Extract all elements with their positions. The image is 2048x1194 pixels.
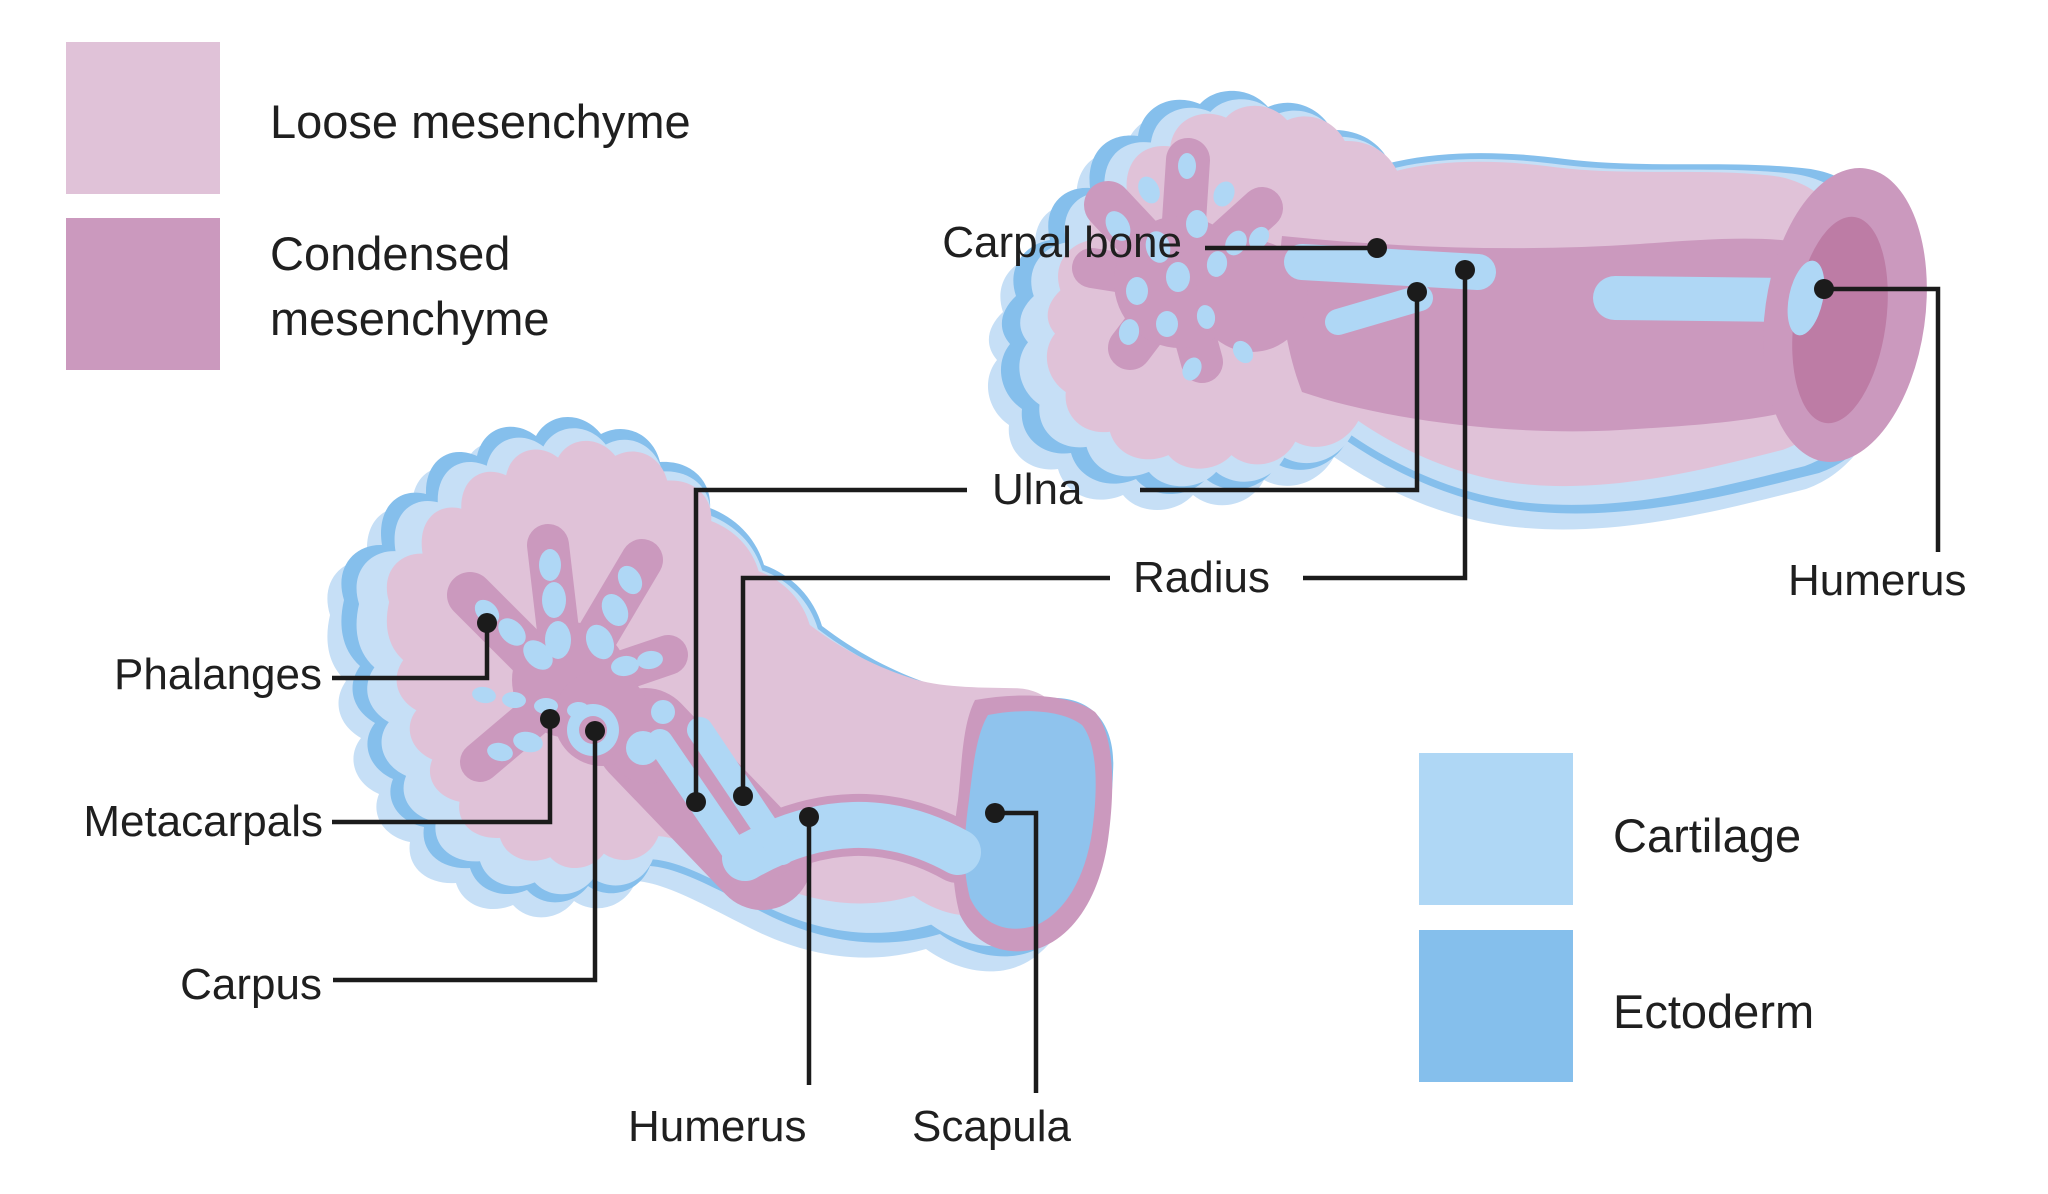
label-carpus: Carpus (180, 960, 322, 1009)
upper-humerus-cartilage (1593, 276, 1812, 322)
carpus-line (333, 731, 598, 983)
legend-swatch-condensed-mesenchyme (66, 218, 220, 370)
phalanges-line (332, 623, 490, 681)
leader-lines (332, 245, 1941, 1093)
radius-line-right (1303, 270, 1468, 581)
lower-scapula-cartilage (964, 711, 1096, 929)
label-phalanges: Phalanges (114, 650, 322, 699)
label-ulna: Ulna (992, 465, 1083, 514)
label-carpal-bone: Carpal bone (942, 218, 1182, 267)
humerus-upper-line (1824, 286, 1941, 552)
metacarpals-line (332, 719, 553, 825)
legend-label-loose-mesenchyme: Loose mesenchyme (270, 95, 691, 148)
legend-swatch-ectoderm (1419, 930, 1573, 1082)
legend-label-ectoderm: Ectoderm (1613, 985, 1815, 1038)
label-scapula: Scapula (912, 1102, 1072, 1151)
label-radius: Radius (1133, 553, 1270, 602)
scapula-line (995, 810, 1039, 1093)
upper-bud-carpal-dots (1105, 153, 1270, 381)
upper-limb-bud-illustration (987, 90, 1927, 530)
legend-swatch-cartilage (1419, 753, 1573, 905)
legend-swatch-loose-mesenchyme (66, 42, 220, 194)
label-metacarpals: Metacarpals (83, 797, 323, 846)
upper-bud-cartilage-rods (1284, 244, 1812, 335)
leader-dots (477, 238, 1834, 827)
upper-radius-cartilage (1284, 244, 1496, 290)
label-humerus-lower: Humerus (628, 1102, 807, 1151)
radius-line-left (740, 575, 1110, 796)
label-humerus-upper: Humerus (1788, 556, 1967, 605)
upper-ulna-cartilage (1325, 285, 1433, 335)
ulna-line-left (693, 487, 967, 802)
upper-bud-cut-cartilage-tip (1787, 260, 1825, 336)
legend-label-condensed-mesenchyme: Condensed mesenchyme (270, 227, 550, 345)
legend-label-cartilage: Cartilage (1613, 809, 1802, 862)
ulna-line-right (1140, 292, 1420, 493)
